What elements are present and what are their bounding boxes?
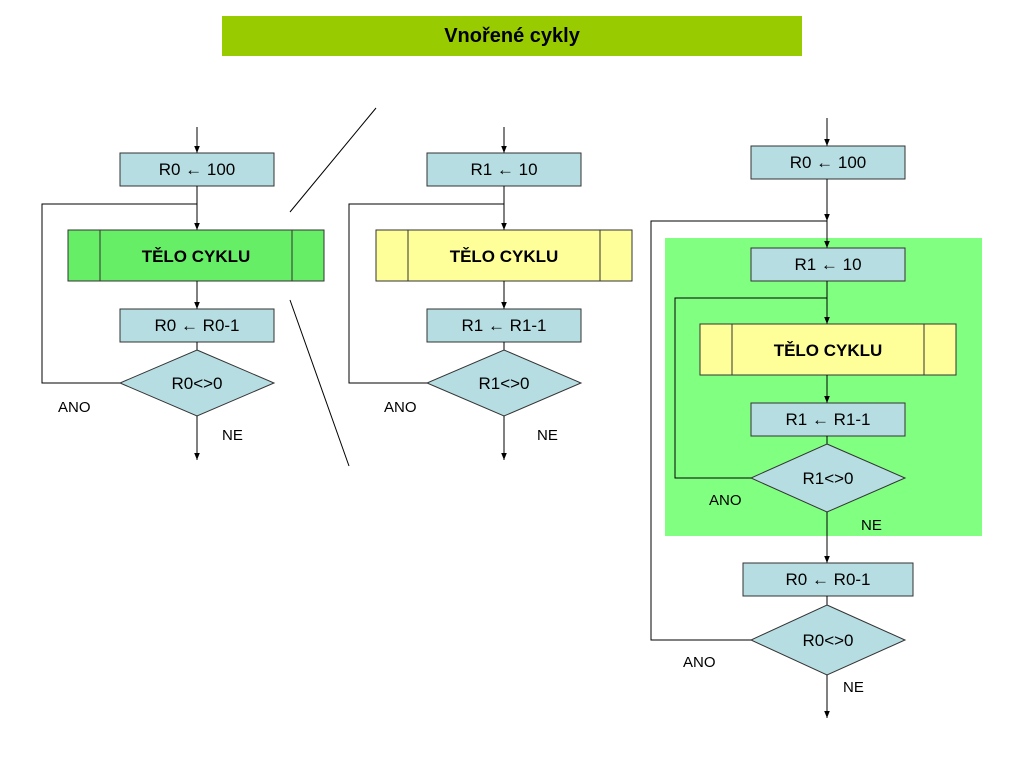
zoom-guide-top bbox=[289, 107, 377, 213]
zoom-guide-bottom bbox=[289, 299, 350, 467]
page-title: Vnořené cykly bbox=[444, 24, 580, 47]
outer-condition-label: R0<>0 bbox=[802, 631, 853, 650]
loop-back-line bbox=[348, 203, 504, 384]
loop-body-label: TĚLO CYKLU bbox=[450, 247, 559, 266]
inner-decrement-label: R1 ← R1-1 bbox=[785, 410, 870, 429]
outer-init-label: R0 ← 100 bbox=[790, 153, 867, 172]
outer-init-box bbox=[750, 145, 906, 180]
yes-label: ANO bbox=[58, 399, 91, 416]
condition-label: R0<>0 bbox=[171, 374, 222, 393]
inner-no-label: NE bbox=[861, 517, 882, 534]
outer-decrement-label: R0 ← R0-1 bbox=[785, 570, 870, 589]
title-bar: Vnořené cykly bbox=[222, 16, 802, 56]
inner-decrement-box bbox=[750, 402, 906, 437]
outer-no-label: NE bbox=[843, 679, 864, 696]
init-label: R1 ← 10 bbox=[470, 160, 537, 179]
loop-body-label: TĚLO CYKLU bbox=[142, 247, 251, 266]
inner-condition-label: R1<>0 bbox=[802, 469, 853, 488]
decrement-label: R1 ← R1-1 bbox=[461, 316, 546, 335]
no-label: NE bbox=[222, 427, 243, 444]
loop-body-box bbox=[699, 323, 957, 376]
loop-body-box bbox=[67, 229, 325, 282]
flow-middle: R1 ← 10 TĚLO CYKLU R1 ← R1-1 R1<>0 ANO N… bbox=[348, 127, 633, 460]
decrement-box bbox=[119, 308, 275, 343]
outer-decrement-box bbox=[742, 562, 914, 597]
inner-loop-back-line bbox=[674, 297, 827, 479]
no-label: NE bbox=[537, 427, 558, 444]
outer-yes-label: ANO bbox=[683, 654, 716, 671]
inner-yes-label: ANO bbox=[709, 492, 742, 509]
init-box bbox=[119, 152, 275, 187]
decrement-box bbox=[426, 308, 582, 343]
inner-init-box bbox=[750, 247, 906, 282]
outer-loop-back-line bbox=[650, 220, 827, 641]
flow-left: R0 ← 100 TĚLO CYKLU R0 ← R0-1 R0<>0 ANO … bbox=[41, 127, 325, 460]
loop-body-label: TĚLO CYKLU bbox=[774, 341, 883, 360]
flow-right: R0 ← 100 R1 ← 10 TĚLO CYKLU R1 ← R1-1 R1… bbox=[650, 118, 982, 718]
loop-back-line bbox=[41, 203, 197, 384]
decrement-label: R0 ← R0-1 bbox=[154, 316, 239, 335]
condition-label: R1<>0 bbox=[478, 374, 529, 393]
yes-label: ANO bbox=[384, 399, 417, 416]
inner-init-label: R1 ← 10 bbox=[794, 255, 861, 274]
init-label: R0 ← 100 bbox=[159, 160, 236, 179]
